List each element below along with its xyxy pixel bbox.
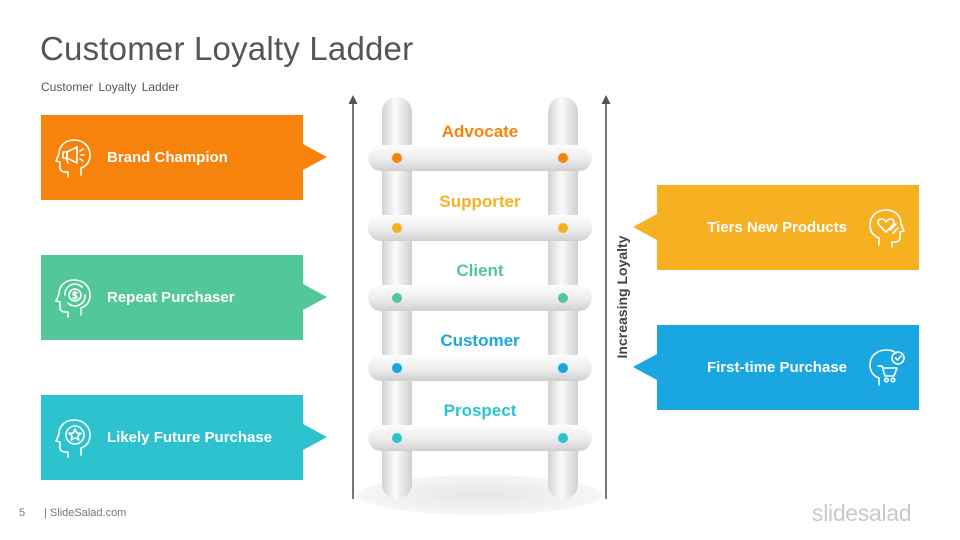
slide-title: Customer Loyalty Ladder [40, 30, 414, 67]
rung-dot-left [392, 433, 402, 443]
megaphone-head-icon [55, 139, 91, 178]
rung-dot-right [558, 293, 568, 303]
box-label: Repeat Purchaser [107, 289, 235, 306]
increasing-loyalty-label: Increasing Loyalty [614, 235, 630, 359]
heart-hand-head-icon [869, 209, 905, 248]
footer-site-text: | SlideSalad.com [44, 507, 127, 519]
brand-champion-box: Brand Champion [41, 115, 327, 200]
ladder-rung [368, 285, 592, 311]
tiers-new-products-box: Tiers New Products [633, 185, 919, 270]
rung-dot-right [558, 433, 568, 443]
likely-future-purchase-box: Likely Future Purchase [41, 395, 327, 480]
cart-head-icon [869, 349, 905, 386]
rung-dot-right [558, 363, 568, 373]
ladder-rung [368, 355, 592, 381]
rung-dot-right [558, 153, 568, 163]
right-up-arrow [601, 95, 611, 499]
left-up-arrow [348, 95, 358, 499]
page-number: 5 [19, 507, 26, 519]
pointer-arrow [303, 144, 327, 170]
box-label: Brand Champion [107, 149, 228, 166]
slide-subtitle: Customer Loyalty Ladder [41, 80, 180, 94]
repeat-purchaser-box: Repeat Purchaser [41, 255, 327, 340]
box-label: Tiers New Products [707, 219, 847, 236]
rung-label-supporter: Supporter [439, 192, 521, 211]
rung-label-customer: Customer [440, 331, 520, 350]
slidesalad-logo: slidesalad [812, 500, 912, 526]
ladder-rung [368, 145, 592, 171]
pointer-arrow [633, 354, 657, 380]
rung-dot-left [392, 223, 402, 233]
rung-dot-right [558, 223, 568, 233]
rung-dot-left [392, 363, 402, 373]
pointer-arrow [303, 284, 327, 310]
ladder-rung [368, 425, 592, 451]
dollar-cycle-head-icon [55, 279, 91, 318]
pointer-arrow [303, 424, 327, 450]
ladder-rung [368, 215, 592, 241]
pointer-arrow [633, 214, 657, 240]
box-label: First-time Purchase [706, 359, 847, 376]
rung-label-prospect: Prospect [443, 401, 517, 420]
rung-label-advocate: Advocate [441, 122, 519, 141]
ladder-shadow [358, 475, 602, 515]
star-head-icon [55, 419, 91, 458]
rung-label-client: Client [456, 261, 504, 280]
rung-dot-left [392, 153, 402, 163]
rung-dot-left [392, 293, 402, 303]
box-label: Likely Future Purchase [107, 429, 273, 446]
first-time-purchase-box: First-time Purchase [633, 325, 919, 410]
